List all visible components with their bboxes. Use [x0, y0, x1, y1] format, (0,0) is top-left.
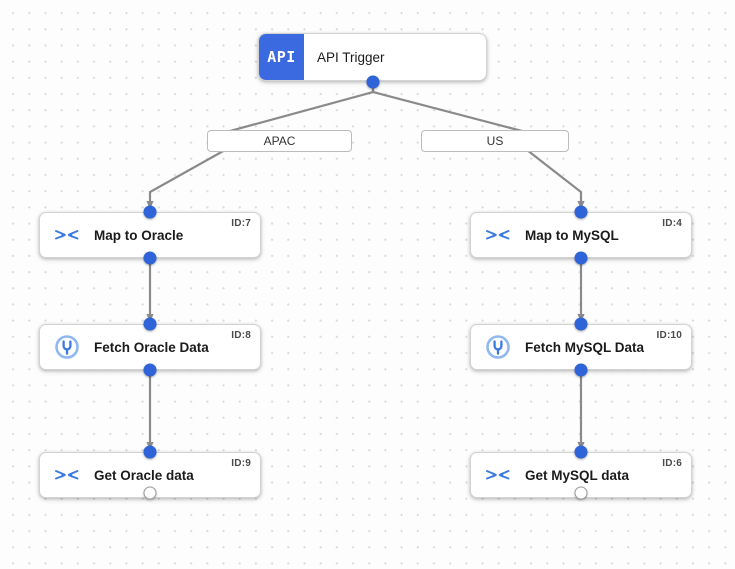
node-label: Get Oracle data — [94, 467, 194, 483]
branch-label-apac[interactable]: APAC — [207, 130, 352, 152]
port-out-fetch-mysql-data[interactable] — [574, 363, 588, 377]
node-label: Map to MySQL — [525, 227, 619, 243]
node-fetch-oracle-data[interactable]: Fetch Oracle Data ID:8 — [39, 324, 261, 370]
node-id-tag: ID:8 — [231, 330, 251, 341]
map-arrows-icon — [485, 462, 511, 488]
node-api-trigger[interactable]: API API Trigger — [258, 33, 487, 81]
node-id-tag: ID:7 — [231, 218, 251, 229]
node-label: API Trigger — [317, 49, 385, 65]
node-id-tag: ID:9 — [231, 458, 251, 469]
map-arrows-icon — [54, 222, 80, 248]
database-plug-icon — [485, 334, 511, 360]
port-out-get-oracle-data[interactable] — [143, 486, 157, 500]
port-out-fetch-oracle-data[interactable] — [143, 363, 157, 377]
port-out-api-trigger[interactable] — [366, 75, 380, 89]
branch-label-text: APAC — [263, 134, 296, 148]
port-in-map-to-oracle[interactable] — [143, 205, 157, 219]
node-label: Fetch MySQL Data — [525, 339, 645, 355]
node-id-tag: ID:10 — [656, 330, 682, 341]
node-label: Map to Oracle — [94, 227, 184, 243]
port-out-map-to-mysql[interactable] — [574, 251, 588, 265]
node-label: Fetch Oracle Data — [94, 339, 209, 355]
node-id-tag: ID:4 — [662, 218, 682, 229]
port-in-get-mysql-data[interactable] — [574, 445, 588, 459]
node-id-tag: ID:6 — [662, 458, 682, 469]
port-in-fetch-oracle-data[interactable] — [143, 317, 157, 331]
branch-label-text: US — [486, 134, 504, 148]
node-get-oracle-data[interactable]: Get Oracle data ID:9 — [39, 452, 261, 498]
port-in-map-to-mysql[interactable] — [574, 205, 588, 219]
api-badge-text: API — [267, 48, 296, 66]
port-in-fetch-mysql-data[interactable] — [574, 317, 588, 331]
api-badge-icon: API — [259, 34, 304, 80]
database-plug-icon — [54, 334, 80, 360]
port-in-get-oracle-data[interactable] — [143, 445, 157, 459]
map-arrows-icon — [54, 462, 80, 488]
port-out-get-mysql-data[interactable] — [574, 486, 588, 500]
port-out-map-to-oracle[interactable] — [143, 251, 157, 265]
node-fetch-mysql-data[interactable]: Fetch MySQL Data ID:10 — [470, 324, 692, 370]
node-label: Get MySQL data — [525, 467, 630, 483]
branch-label-us[interactable]: US — [421, 130, 569, 152]
map-arrows-icon — [485, 222, 511, 248]
node-map-to-mysql[interactable]: Map to MySQL ID:4 — [470, 212, 692, 258]
